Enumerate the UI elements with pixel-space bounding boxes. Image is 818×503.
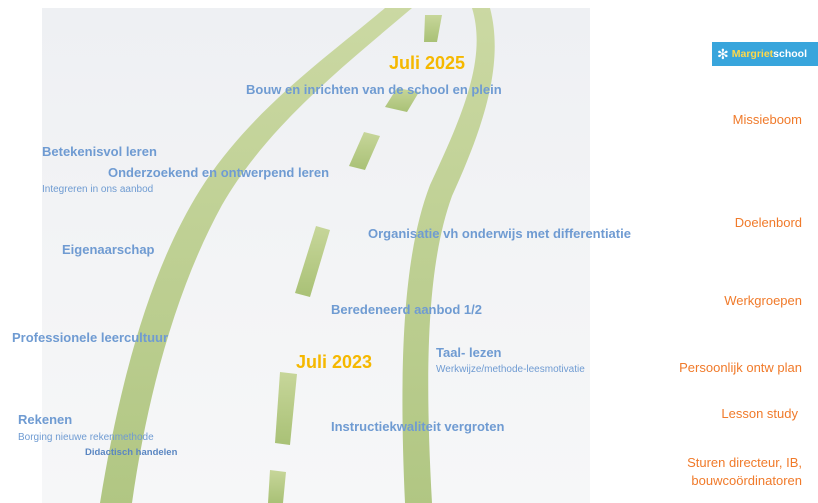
logo-text-part2: school	[773, 48, 808, 60]
side-persoonlijk: Persoonlijk ontw plan	[679, 360, 802, 375]
label-eigenaarschap: Eigenaarschap	[62, 242, 155, 257]
label-rekenen: Rekenen	[18, 412, 73, 427]
side-werkgroepen: Werkgroepen	[724, 293, 802, 308]
road-dash-4	[295, 226, 330, 297]
label-bouw: Bouw en inrichten van de school en plein	[246, 82, 502, 97]
label-betekenisvol: Betekenisvol leren	[42, 144, 157, 159]
road-dash-5	[275, 372, 297, 445]
label-didactisch: Didactisch handelen	[85, 447, 178, 458]
road-dash-6	[268, 470, 286, 503]
label-werkwijze: Werkwijze/methode-leesmotivatie	[436, 364, 585, 375]
side-sturen-line2: bouwcoördinatoren	[691, 473, 802, 488]
side-sturen-line1: Sturen directeur, IB,	[687, 455, 802, 470]
label-onderzoekend: Onderzoekend en ontwerpend leren	[108, 165, 330, 180]
side-doelenbord: Doelenbord	[734, 215, 802, 230]
road-dash-1	[424, 15, 442, 42]
label-beredeneerd: Beredeneerd aanbod 1/2	[331, 302, 482, 317]
side-lesson-study: Lesson study	[721, 406, 798, 421]
road-left-edge	[100, 8, 412, 503]
label-organisatie: Organisatie vh onderwijs met differentia…	[368, 226, 631, 241]
daisy-icon: ✻	[717, 46, 729, 62]
logo-text-part1: Margriet	[731, 48, 774, 60]
year-2023: Juli 2023	[296, 352, 373, 372]
road-dash-2	[385, 88, 419, 112]
label-integreren: Integreren in ons aanbod	[42, 184, 154, 195]
side-missieboom: Missieboom	[732, 112, 802, 127]
road-dash-3	[349, 132, 380, 170]
year-2025: Juli 2025	[389, 53, 466, 73]
label-taal: Taal- lezen	[436, 345, 502, 360]
road-right-edge	[402, 8, 495, 503]
label-professionele: Professionele leercultuur	[12, 330, 169, 345]
label-instructie: Instructiekwaliteit vergroten	[331, 419, 505, 434]
label-borging: Borging nieuwe rekenmethode	[18, 432, 154, 443]
